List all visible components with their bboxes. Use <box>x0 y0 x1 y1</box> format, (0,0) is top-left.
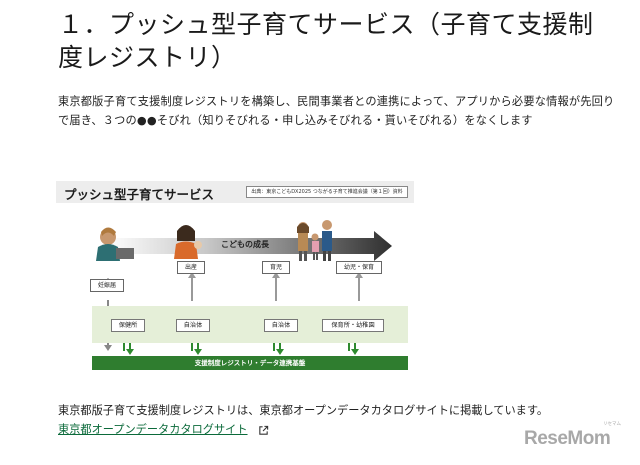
org-nursery: 保育所・幼稚園 <box>322 319 384 332</box>
registry-note: 東京都版子育て支援制度レジストリは、東京都オープンデータカタログサイトに掲載して… <box>58 404 549 417</box>
stage-birth: 出産 <box>177 261 205 274</box>
figure-title: プッシュ型子育てサービス <box>64 187 215 202</box>
pregnant-woman-icon <box>96 227 134 261</box>
section-heading: １．プッシュ型子育てサービス（子育て支援制度レジストリ） <box>58 10 594 72</box>
org-municipality-2: 自治体 <box>264 319 298 332</box>
resemom-logo: ReseMom <box>524 428 611 449</box>
growth-label: こどもの成長 <box>221 240 269 249</box>
registry-platform-bar: 支援制度レジストリ・データ連携基盤 <box>92 356 408 370</box>
intro-paragraph: 東京都版子育て支援制度レジストリを構築し、民間事業者との連携によって、アプリから… <box>58 95 615 127</box>
open-data-catalog-link[interactable]: 東京都オープンデータカタログサイト <box>58 423 248 436</box>
family-icon <box>297 220 332 261</box>
org-health-center: 保健所 <box>111 319 145 332</box>
org-municipality-1: 自治体 <box>176 319 210 332</box>
resemom-logo-kana: リセマム <box>603 422 621 427</box>
figure-source-note: 出典：東京こどもDX2025 つながる子育て推進会議（第１回）資料 <box>246 186 408 198</box>
figure-graphics <box>96 220 392 355</box>
push-service-figure: プッシュ型子育てサービス 出典：東京こどもDX2025 つながる子育て推進会議（… <box>56 181 414 377</box>
stage-childcare: 育児 <box>262 261 290 274</box>
external-link-icon[interactable] <box>258 425 269 436</box>
mother-with-baby-icon <box>174 225 202 259</box>
stage-kindergarten: 幼児・保育 <box>336 261 382 274</box>
stage-pregnancy: 妊娠届 <box>90 279 124 292</box>
